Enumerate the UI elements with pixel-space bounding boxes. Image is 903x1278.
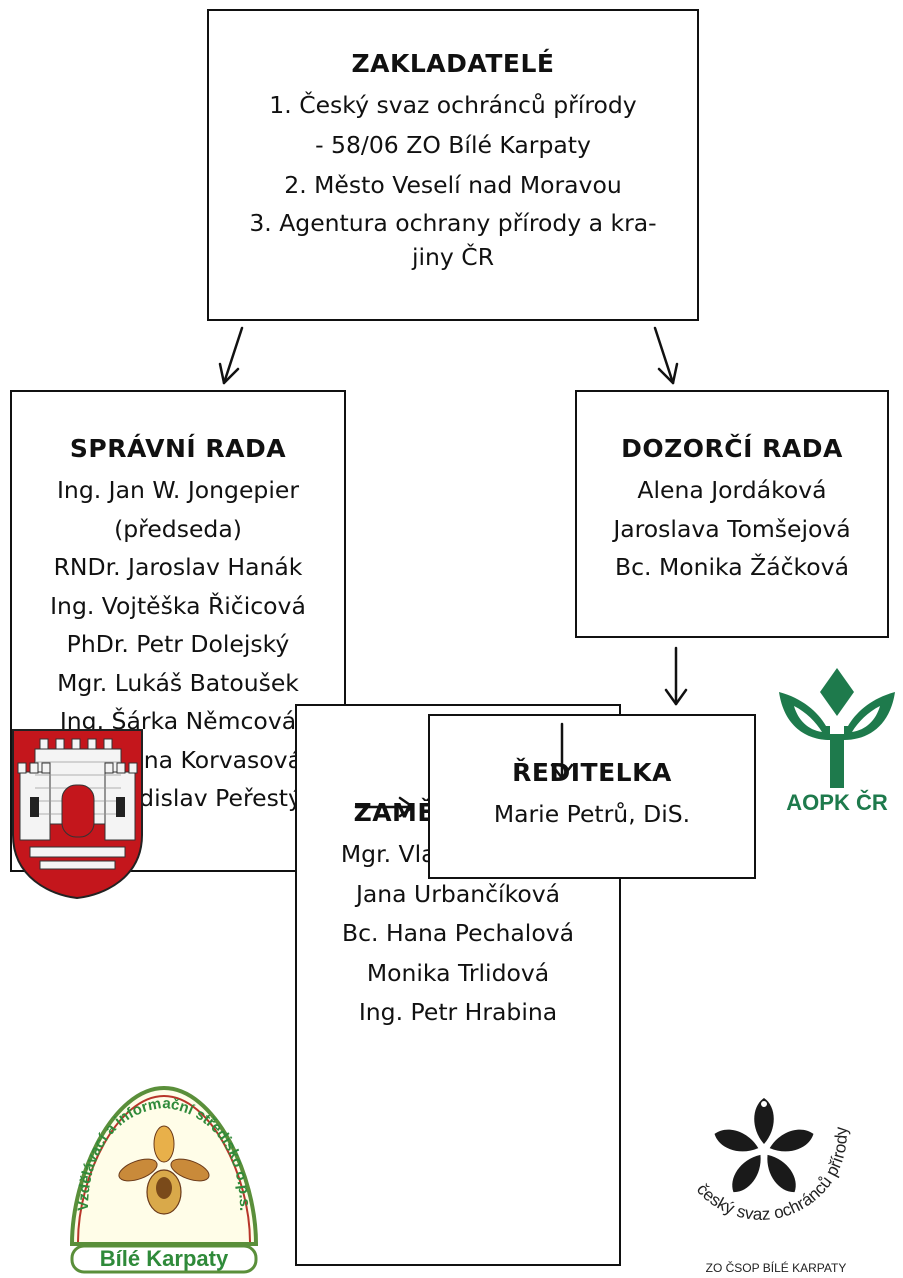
arrow-board-to-director [354,796,415,818]
director-name: Marie Petrů, DiS. [493,800,691,828]
staff-member: Monika Trlidová [366,958,550,987]
csop-caption: ZO ČSOP BÍLÉ KARPATY [706,1260,847,1275]
founders-line: 1. Český svaz ochránců přírody [269,91,637,119]
csop-logo: český svaz ochránců přírody ZO ČSOP BÍLÉ… [693,1098,851,1275]
arrow-founders-to-board [218,326,244,385]
supervisory-member: Jaroslava Tomšejová [613,514,851,543]
director-title: ŘEDITELKA [512,758,672,787]
aopk-label: AOPK ČR [786,790,888,813]
staff-member: Jana Urbančíková [355,879,561,908]
founders-line: - 58/06 ZO Bílé Karpaty [315,131,591,159]
director-box: ŘEDITELKA Marie Petrů, DiS. [428,714,756,879]
arrow-supervisory-to-director [664,646,688,706]
vis-bile-karpaty-logo: Vzdělávací a informační středisko o.p.s.… [69,1085,259,1274]
board-member: RNDr. Jaroslav Hanák [53,553,303,581]
founders-box: ZAKLADATELÉ 1. Český svaz ochránců příro… [207,9,699,321]
board-member: Ing. Vojtěška Řičicová [50,591,306,620]
staff-member: Ing. Petr Hrabina [358,998,558,1026]
founders-line: 2. Město Veselí nad Moravou [284,171,622,199]
arrow-director-to-staff [550,722,574,780]
supervisory-member: Bc. Monika Žáčková [614,553,849,581]
board-member: PhDr. Petr Dolejský [66,630,290,658]
founders-line: jiny ČR [411,243,495,271]
supervisory-box: DOZORČÍ RADA Alena Jordáková Jaroslava T… [575,390,889,638]
board-member: Ing. Jan W. Jongepier [57,476,299,504]
flower-icon [714,1098,814,1193]
aopk-logo: AOPK ČR [779,668,895,813]
supervisory-title: DOZORČÍ RADA [621,434,843,463]
supervisory-member: Alena Jordáková [637,476,827,504]
staff-member: Bc. Hana Pechalová [341,919,575,947]
founders-title: ZAKLADATELÉ [351,49,555,78]
orchid-icon [118,1125,210,1215]
founders-line: 3. Agentura ochrany přírody a kra- [249,209,657,237]
vis-banner-text: Bílé Karpaty [100,1246,229,1271]
board-member: Mgr. Lukáš Batoušek [57,668,299,697]
board-title: SPRÁVNÍ RADA [69,434,287,463]
board-member: (předseda) [114,514,242,543]
veseli-coat-of-arms-logo [12,729,143,900]
arrow-founders-to-supervisory [653,326,679,385]
